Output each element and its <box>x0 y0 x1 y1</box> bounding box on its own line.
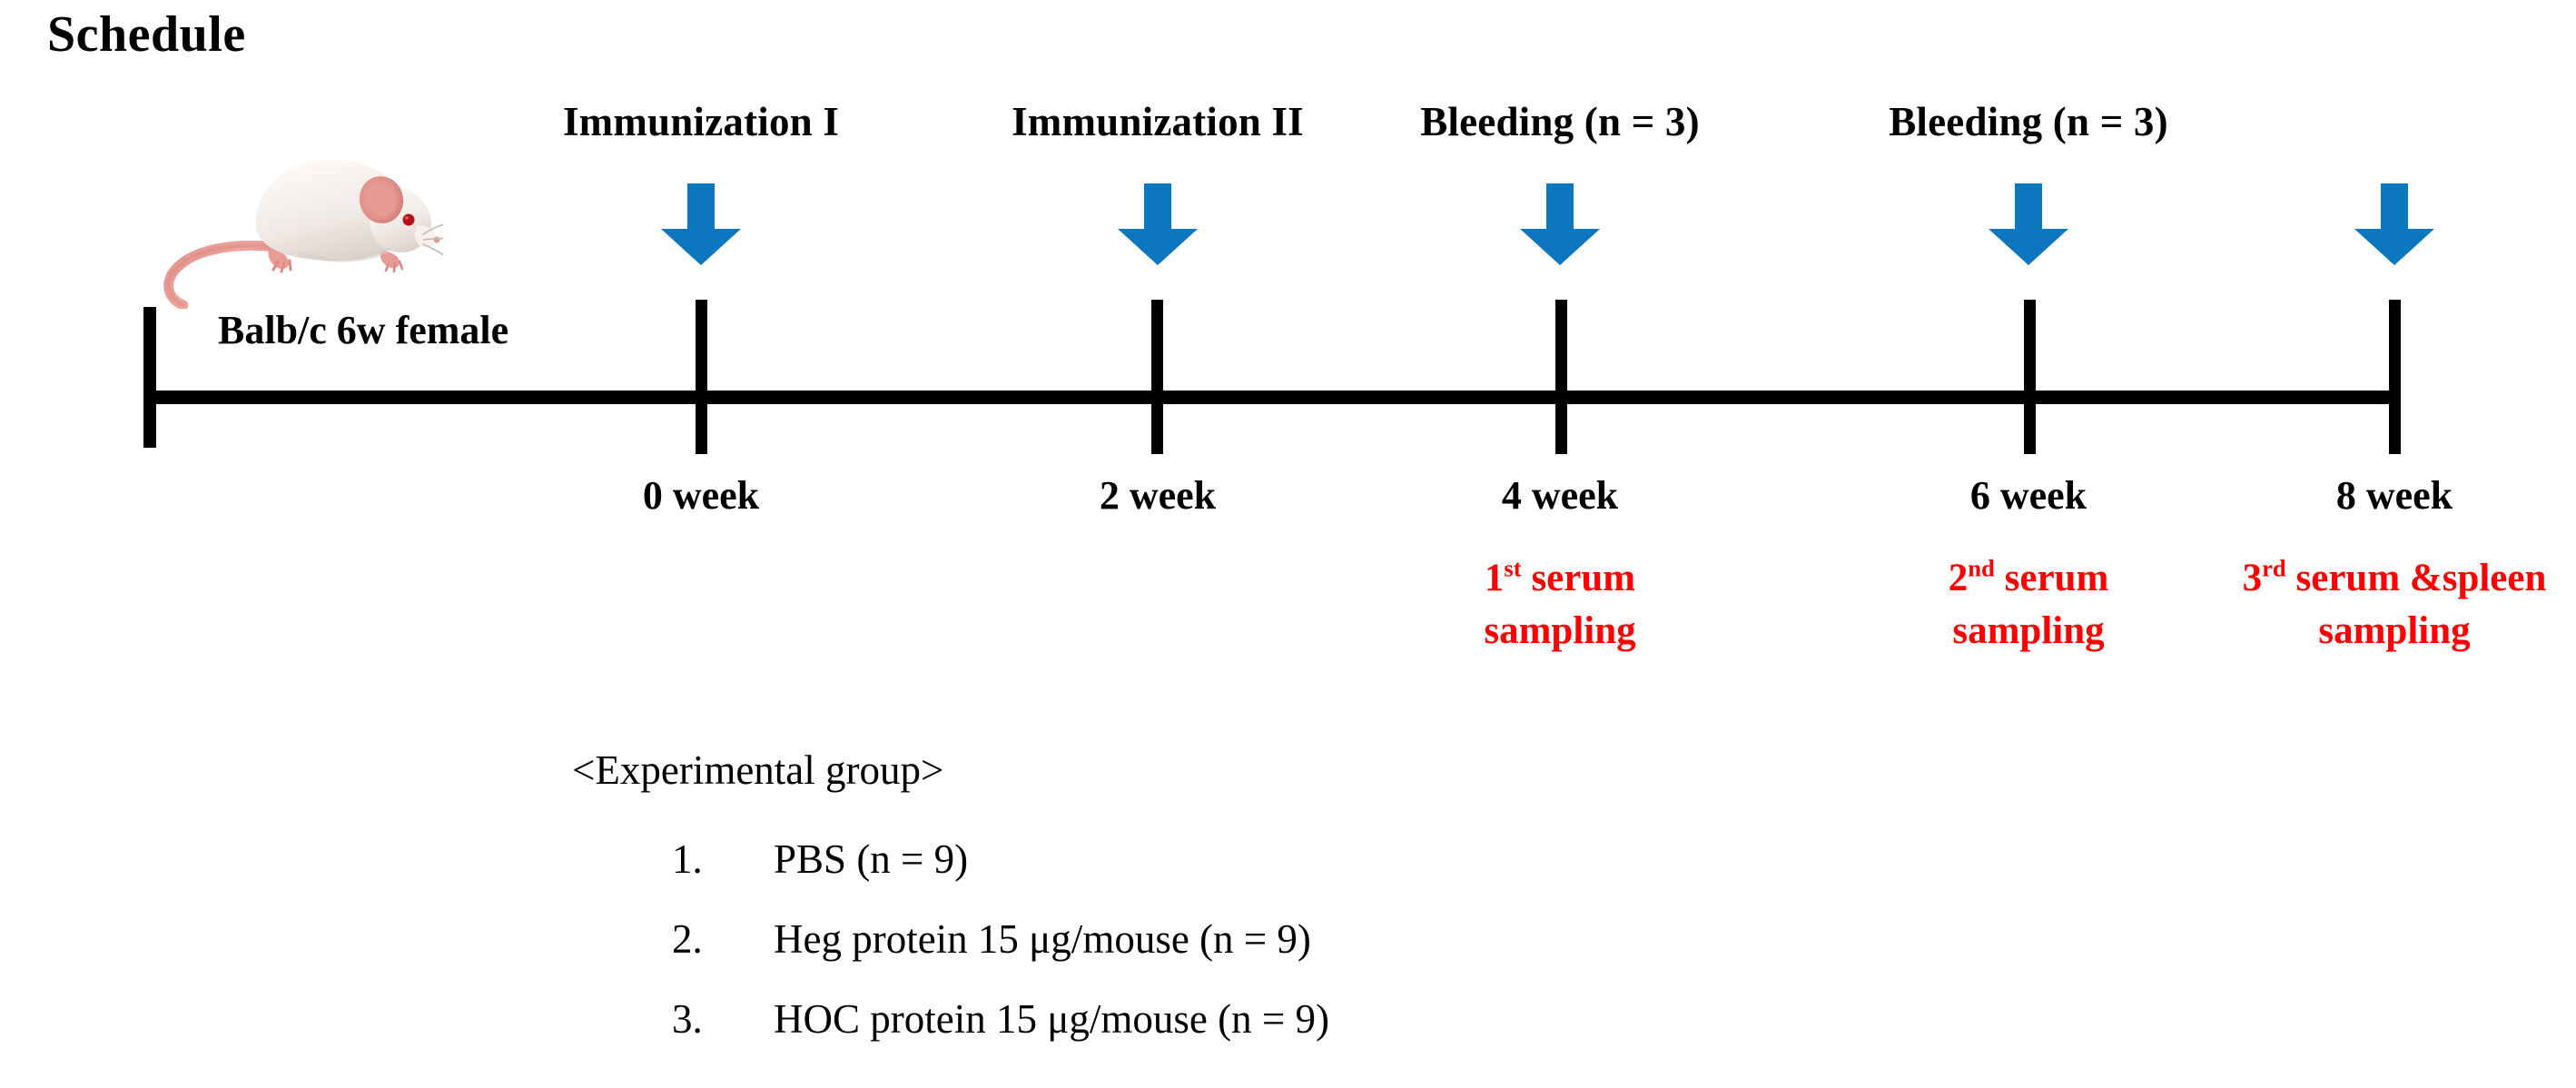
list-item: 2. Heg protein 15 μg/mouse (n = 9) <box>572 915 1843 995</box>
timeline-tick-week8 <box>2389 300 2401 454</box>
event-arrow-bleeding-2 <box>1985 183 2072 265</box>
sampling-note-3-suffix: rd <box>2262 554 2286 582</box>
week-label-8: 8 week <box>2335 473 2453 518</box>
sampling-note-3-ordinal: 3 <box>2242 557 2263 599</box>
sampling-note-3-line1: 3rd serum &spleen <box>2243 552 2547 605</box>
week-label-6: 6 week <box>1969 473 2087 518</box>
sampling-note-2-line2: sampling <box>1952 609 2105 653</box>
sampling-note-2-text: serum <box>1994 557 2109 599</box>
sampling-note-2-ordinal: 2 <box>1948 557 1969 599</box>
timeline-tick-week4 <box>1555 300 1567 454</box>
sampling-note-3-line2: sampling <box>2318 609 2471 653</box>
sampling-note-2-line1: 2nd serum <box>1949 552 2109 605</box>
event-label-bleeding-2: Bleeding (n = 3) <box>1889 99 2168 144</box>
list-item-number: 2. <box>672 916 703 962</box>
sampling-note-1-line2: sampling <box>1484 609 1636 653</box>
sampling-note-1-suffix: st <box>1504 554 1522 582</box>
event-arrow-immunization-1 <box>657 183 745 265</box>
event-arrow-bleeding-1 <box>1516 183 1604 265</box>
list-item-number: 1. <box>672 836 703 882</box>
sampling-note-1: 1st serum sampling <box>1484 552 1635 658</box>
sampling-note-3-text: serum &spleen <box>2285 557 2547 599</box>
experimental-group-heading: <Experimental group> <box>572 747 944 793</box>
list-item: 1. PBS (n = 9) <box>572 836 1843 915</box>
event-label-bleeding-1: Bleeding (n = 3) <box>1420 99 1700 144</box>
event-arrow-immunization-2 <box>1114 183 1201 265</box>
list-item-number: 3. <box>672 996 703 1042</box>
sampling-note-1-text: serum <box>1521 557 1636 599</box>
list-item-label: PBS (n = 9) <box>774 836 969 882</box>
event-label-immunization-1: Immunization I <box>562 99 840 144</box>
timeline-tick-week2 <box>1151 300 1163 454</box>
list-item: 3. HOC protein 15 μg/mouse (n = 9) <box>572 995 1843 1075</box>
timeline-tick-week6 <box>2024 300 2036 454</box>
event-arrow-final <box>2351 183 2438 265</box>
timeline-tick-start <box>143 307 156 448</box>
week-label-4: 4 week <box>1501 473 1619 518</box>
timeline-tick-week0 <box>696 300 707 454</box>
event-label-immunization-2: Immunization II <box>1012 99 1304 144</box>
strain-label: Balb/c 6w female <box>218 308 509 352</box>
mouse-icon <box>162 136 457 311</box>
sampling-note-2: 2nd serum sampling <box>1949 552 2109 658</box>
sampling-note-3: 3rd serum &spleen sampling <box>2243 552 2547 658</box>
page-title: Schedule <box>47 6 246 63</box>
week-label-0: 0 week <box>642 473 760 518</box>
list-item-label: Heg protein 15 μg/mouse (n = 9) <box>774 916 1311 962</box>
week-label-2: 2 week <box>1099 473 1217 518</box>
sampling-note-1-line1: 1st serum <box>1484 552 1635 605</box>
experimental-group-list: 1. PBS (n = 9) 2. Heg protein 15 μg/mous… <box>572 836 1843 1075</box>
list-item-label: HOC protein 15 μg/mouse (n = 9) <box>774 996 1329 1042</box>
sampling-note-1-ordinal: 1 <box>1484 557 1505 599</box>
timeline-axis <box>143 391 2399 404</box>
sampling-note-2-suffix: nd <box>1968 554 1995 582</box>
